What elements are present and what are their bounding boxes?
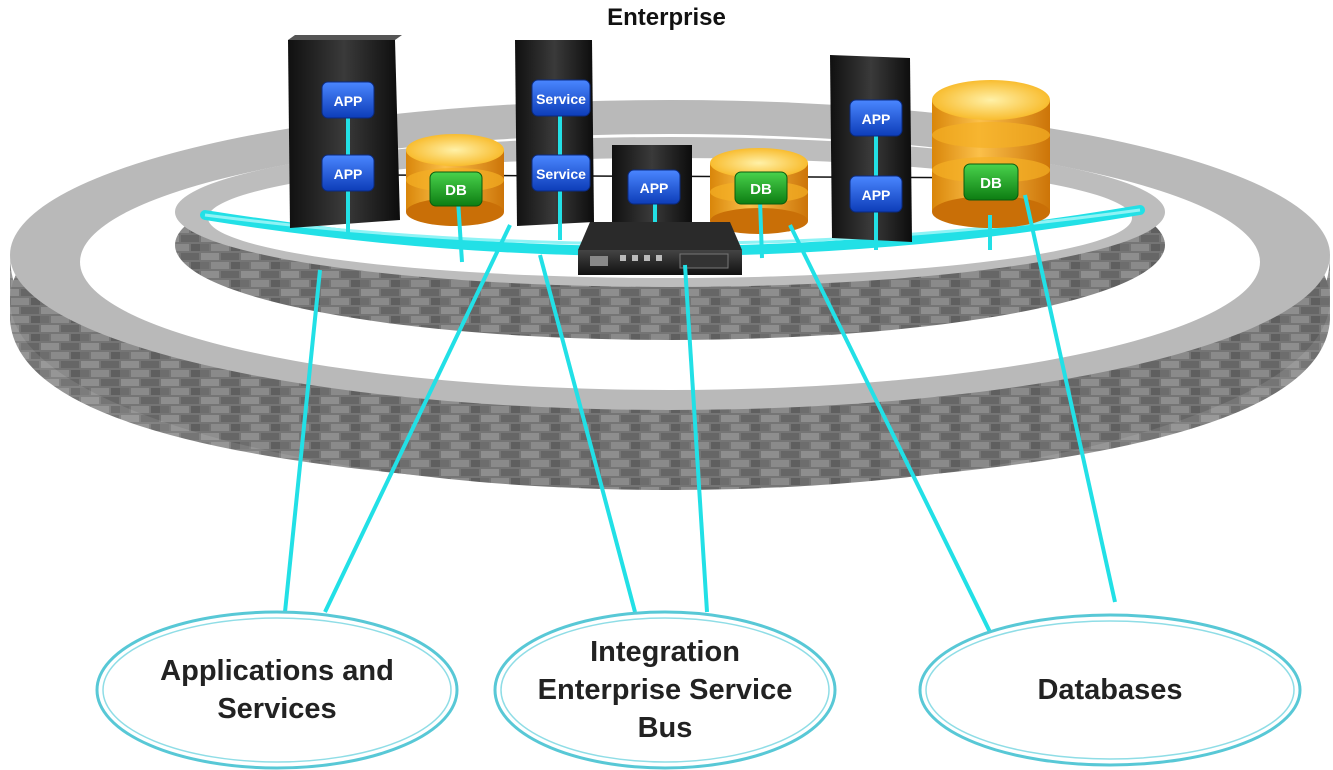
chip-app-5: APP bbox=[849, 175, 903, 213]
chip-service-1: Service bbox=[531, 79, 591, 117]
diagram-title: Enterprise bbox=[607, 4, 726, 31]
chip-app-1-label: APP bbox=[334, 93, 363, 109]
chip-app-2: APP bbox=[321, 154, 375, 192]
chip-app-4-label: APP bbox=[862, 111, 891, 127]
chip-app-2-label: APP bbox=[334, 166, 363, 182]
label-databases: Databases bbox=[1037, 674, 1183, 706]
chip-app-5-label: APP bbox=[862, 187, 891, 203]
chip-service-2-label: Service bbox=[536, 166, 586, 182]
connector-lines bbox=[283, 194, 1117, 633]
server-rack-2 bbox=[515, 40, 594, 240]
chip-app-1: APP bbox=[321, 81, 375, 119]
bubble-integration-esb bbox=[493, 610, 837, 770]
bubble-databases bbox=[918, 613, 1302, 767]
chip-service-1-label: Service bbox=[536, 91, 586, 107]
chip-db-3: DB bbox=[963, 163, 1019, 201]
server-rack-4 bbox=[830, 55, 912, 250]
server-rack-1 bbox=[288, 35, 402, 238]
chip-db-1-label: DB bbox=[445, 182, 467, 199]
label-integration-esb: Integration Enterprise Service Bus bbox=[537, 636, 793, 744]
chip-db-2: DB bbox=[734, 171, 788, 205]
chip-db-1: DB bbox=[429, 171, 483, 207]
label-applications-services: Applications and Services bbox=[160, 655, 394, 725]
chip-app-3-label: APP bbox=[640, 180, 669, 196]
chip-app-4: APP bbox=[849, 99, 903, 137]
esb-appliance bbox=[578, 222, 742, 275]
chip-app-3: APP bbox=[627, 169, 681, 205]
chip-db-2-label: DB bbox=[750, 181, 772, 198]
bubble-applications-services bbox=[95, 610, 459, 770]
chip-service-2: Service bbox=[531, 154, 591, 192]
chip-db-3-label: DB bbox=[980, 175, 1002, 192]
